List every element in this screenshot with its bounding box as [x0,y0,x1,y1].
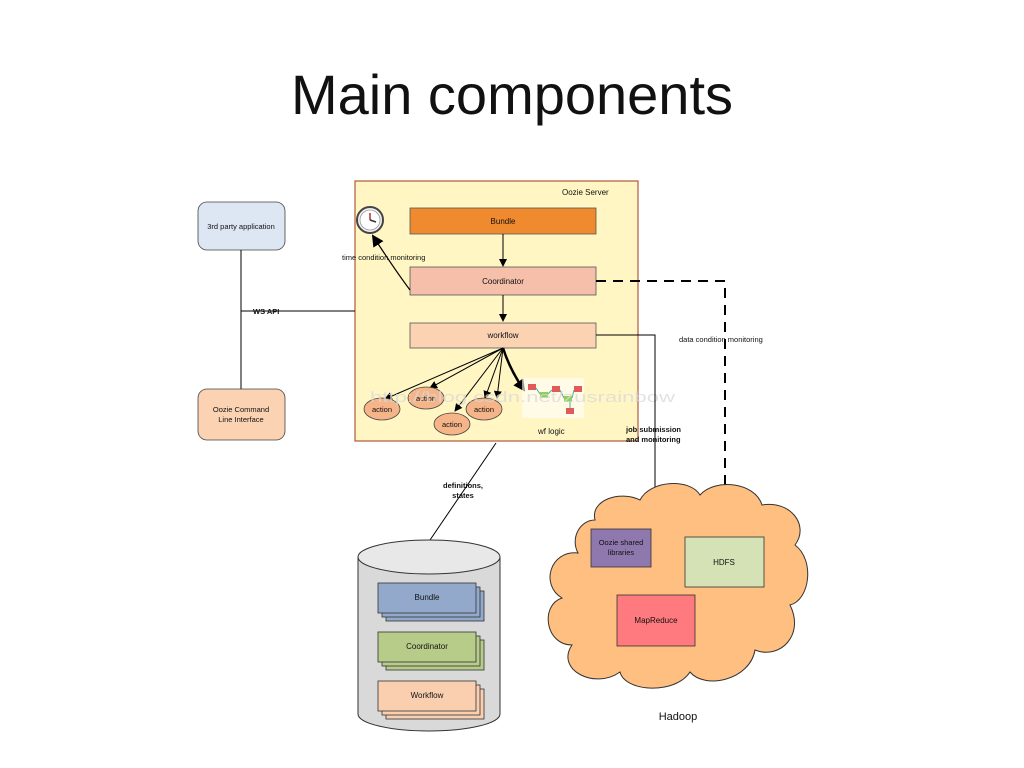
clock-icon [356,206,384,234]
action-node [433,412,471,436]
coordinator-label: Coordinator [482,277,524,286]
time-condition-label: time condition monitoring [342,253,425,262]
definitions-line [429,442,497,541]
action-label: action [416,394,436,403]
job-submission-label-line2: and monitoring [626,435,681,444]
action-label: action [372,405,392,414]
action-node [407,386,445,410]
data-condition-label: data condition monitoring [679,335,763,344]
third-party-app-label: 3rd party application [207,222,275,231]
oozie-server-label: Oozie Server [562,188,609,197]
workflow-to-actions-arrows [384,347,526,412]
shared-libraries-label-line2: libraries [608,548,635,557]
db-coordinator-stack [377,631,485,671]
coordinator-box [409,266,597,296]
oozie-shared-libraries-box [590,528,652,568]
action-node [363,397,401,421]
oozie-cli-label-line2: Line Interface [218,415,263,424]
data-condition-dashed-line [596,280,731,538]
bundle-label: Bundle [491,217,516,226]
db-coordinator-label: Coordinator [406,642,448,651]
job-submission-label-line1: job submission [625,425,681,434]
db-workflow-label: Workflow [411,691,444,700]
definitions-label-line2: states [452,491,474,500]
mapreduce-box [616,594,696,647]
hadoop-cloud [547,483,809,689]
time-monitoring-arrow [371,234,411,291]
wf-logic-graphic [522,378,584,418]
slide-title: Main components [290,63,733,126]
hadoop-label: Hadoop [659,711,698,723]
db-bundle-label: Bundle [415,593,440,602]
hdfs-box [684,536,765,588]
bundle-box [409,207,597,235]
action-label: action [442,420,462,429]
definitions-label-line1: definitions, [443,481,483,490]
oozie-cli-box [197,388,286,441]
shared-libraries-label-line1: Oozie shared [599,538,644,547]
hdfs-label: HDFS [713,558,735,567]
db-workflow-stack [377,680,485,720]
watermark-text: http://blog.csdn.net/zusrainbow [370,389,675,406]
ws-api-label: WS API [253,307,279,316]
db-bundle-stack [377,582,485,622]
oozie-cli-label-line1: Oozie Command [213,405,269,414]
mapreduce-label: MapReduce [634,616,678,625]
action-node [465,397,503,421]
wf-logic-label: wf logic [537,427,565,436]
action-label: action [474,405,494,414]
workflow-label: workflow [486,331,518,340]
